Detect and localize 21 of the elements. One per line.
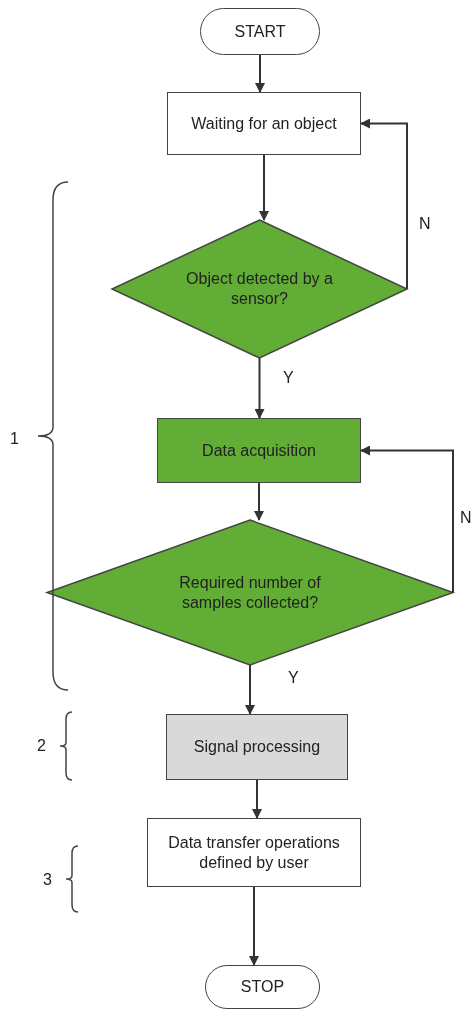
node-text: Data transfer operations defined by user	[167, 832, 341, 873]
edge-label: N	[460, 510, 472, 526]
edge-label: Y	[288, 670, 299, 686]
process-box	[167, 92, 361, 155]
stage-number: 2	[37, 738, 46, 754]
node-text: Waiting for an object	[191, 113, 337, 134]
process-box	[157, 418, 361, 483]
node-text: STOP	[240, 977, 285, 997]
terminal-box	[200, 8, 320, 55]
process-box	[147, 818, 361, 887]
terminal-box	[205, 965, 320, 1009]
stage-number: 1	[10, 431, 19, 447]
stage-number: 3	[43, 872, 52, 888]
process-box	[166, 714, 348, 780]
edge-label: N	[419, 216, 431, 232]
edge-label: Y	[283, 370, 294, 386]
node-text: Data acquisition	[202, 440, 316, 461]
node-text: Required number of samples collected?	[178, 572, 322, 613]
node-text: Signal processing	[193, 737, 321, 757]
node-text: START	[234, 21, 286, 42]
node-text: Object detected by a sensor?	[185, 269, 334, 309]
